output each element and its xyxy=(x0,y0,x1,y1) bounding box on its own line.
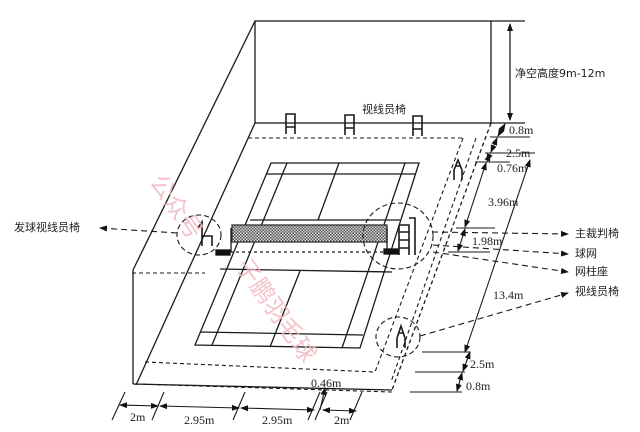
dim-right-zone: 2m xyxy=(334,413,350,427)
line-judge-circle xyxy=(375,316,421,358)
dim-back-service: 0.76m xyxy=(497,161,528,175)
dim-half-width-1: 2.95m xyxy=(184,413,215,427)
dim-half-width-2: 2.95m xyxy=(262,413,293,427)
net-post-base-left xyxy=(215,249,231,256)
dim-side-line-gap: 0.46m xyxy=(311,376,342,390)
service-judge-chair-label: 发球视线员椅 xyxy=(14,221,80,234)
back-wall xyxy=(254,20,492,124)
umpire-circle xyxy=(362,202,434,270)
net-label: 球网 xyxy=(575,247,597,260)
dim-service-to-short: 3.96m xyxy=(488,195,519,209)
dim-short-service: 1.98m xyxy=(472,234,503,248)
court-lines xyxy=(194,162,420,349)
dim-back-clearance: 0.8m xyxy=(509,123,534,137)
dim-court-length: 13.4m xyxy=(493,288,524,302)
dim-back-zone: 2.5m xyxy=(506,146,531,160)
dim-left-zone: 2m xyxy=(130,410,146,424)
dim-front-clearance: 0.8m xyxy=(466,379,491,393)
net-post-base-label: 网柱座 xyxy=(575,265,608,278)
net-post-base-right xyxy=(383,248,399,255)
clear-height-label: 净空高度9m-12m xyxy=(515,67,606,80)
line-judge-chairs-top-label: 视线员椅 xyxy=(362,103,406,116)
line-judge-chairs-right-label: 视线员椅 xyxy=(575,285,619,298)
service-judge-circle xyxy=(176,214,222,256)
dim-front-zone: 2.5m xyxy=(470,357,495,371)
umpire-chair-label: 主裁判椅 xyxy=(575,227,619,240)
